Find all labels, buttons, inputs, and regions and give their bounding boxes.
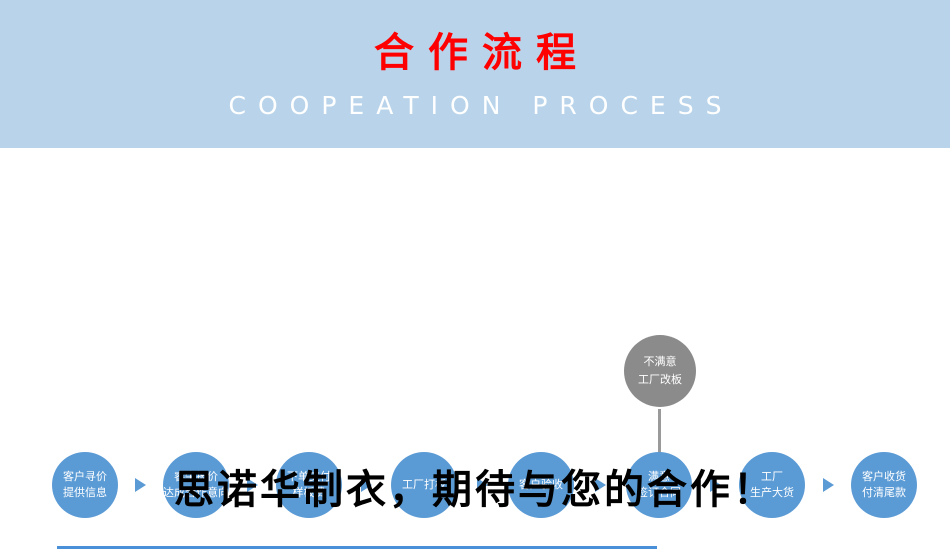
flow-node-dissatisfied: 不满意 工厂改板 [624, 335, 696, 407]
flow-step-label: 样板费 [292, 486, 326, 499]
flow-step-label: 睿牛报价 [174, 469, 218, 483]
flow-step-sign-contract: 满意 签订合同 [626, 452, 692, 518]
flow-step-label: 客户寻价 [63, 469, 107, 483]
arrow-right-icon [135, 478, 146, 492]
flow-step-label: 付清尾款 [862, 486, 906, 499]
flow-step-order-payment: 下单支付 样板费 [276, 452, 342, 518]
arrow-right-icon [361, 478, 372, 492]
flow-step-final-payment: 客户收货 付清尾款 [851, 452, 917, 518]
flow-step-inquiry: 客户寻价 提供信息 [52, 452, 118, 518]
arrow-right-icon [595, 478, 606, 492]
flow-step-factory-sample: 工厂打板 [391, 452, 457, 518]
flow-diagram: 不满意 工厂改板 客户寻价 提供信息 睿牛报价 达成合作意向 下单支付 样板费 … [0, 148, 950, 549]
flow-step-label: 客户收货 [862, 469, 906, 483]
arrow-right-icon [477, 478, 488, 492]
flow-step-label: 工厂 [761, 469, 783, 483]
slogan: 思诺华制衣，期待与您的合作！ [174, 467, 776, 513]
flow-step-customer-acceptance: 客户验收 [508, 452, 574, 518]
banner-title: 合作流程 [374, 29, 590, 76]
flow-step-label: 签订合同 [637, 486, 681, 499]
vertical-connector-line [658, 409, 661, 453]
divider-line [57, 546, 657, 549]
flow-step-mass-production: 工厂 生产大货 [739, 452, 805, 518]
arrow-right-icon [823, 478, 834, 492]
flow-step-label: 工厂打板 [402, 477, 446, 491]
flow-step-label: 提供信息 [63, 486, 107, 499]
flow-node-label: 不满意 [643, 355, 677, 369]
arrow-right-icon [710, 478, 721, 492]
arrow-right-icon [247, 478, 258, 492]
footer: 思诺华制衣，期待与您的合作！ [0, 462, 950, 518]
banner-subtitle: COOPEATION PROCESS [228, 90, 734, 120]
flow-step-label: 下单支付 [287, 469, 331, 483]
flow-node-label: 工厂改板 [638, 373, 682, 386]
flow-step-label: 客户验收 [519, 477, 563, 491]
flow-step-label: 满意 [648, 469, 670, 483]
banner: 合作流程 COOPEATION PROCESS [0, 0, 950, 148]
flow-step-label: 生产大货 [750, 486, 794, 499]
flow-step-quotation: 睿牛报价 达成合作意向 [163, 452, 229, 518]
flow-step-label: 达成合作意向 [163, 486, 229, 499]
